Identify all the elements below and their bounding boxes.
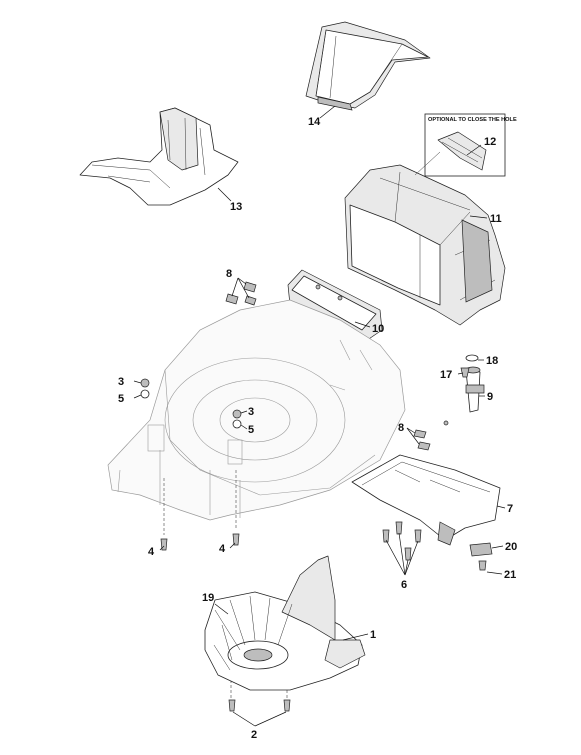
- callout-21: 21: [504, 569, 516, 581]
- callout-5-center: 5: [248, 424, 254, 436]
- callout-11: 11: [490, 213, 502, 225]
- callout-8-right: 8: [398, 422, 404, 434]
- part-14-deflector: [305, 21, 431, 111]
- leader-lines: [133, 105, 506, 727]
- callout-3-left: 3: [118, 376, 124, 388]
- callout-9: 9: [487, 391, 493, 403]
- part-9-shaft: [465, 366, 485, 413]
- callout-20: 20: [505, 541, 517, 553]
- callout-19: 19: [202, 592, 214, 604]
- callout-4-center: 4: [219, 543, 226, 555]
- optional-box-label: OPTIONAL TO CLOSE THE HOLE: [428, 117, 517, 123]
- part-18-washer: [465, 354, 479, 362]
- callout-3-center: 3: [248, 406, 254, 418]
- callout-5-left: 5: [118, 393, 124, 405]
- callout-8-top: 8: [226, 268, 232, 280]
- optional-hole-box: OPTIONAL TO CLOSE THE HOLE: [424, 113, 517, 177]
- callout-7: 7: [507, 503, 513, 515]
- part-13-rear-flap: [79, 107, 239, 206]
- callout-6: 6: [401, 579, 407, 591]
- fasteners: [140, 281, 493, 712]
- callout-14: 14: [308, 116, 321, 128]
- callout-1: 1: [370, 629, 376, 641]
- callout-2: 2: [251, 729, 257, 741]
- part-17-screw: [460, 367, 470, 378]
- part-11-chute-housing: [344, 151, 506, 326]
- callout-12: 12: [484, 136, 496, 148]
- part-7-lower-plate: [351, 454, 501, 546]
- mower-deck: [107, 299, 406, 521]
- callout-numbers: 14 13 12 11 8 10 3 5 3 5 18 17 9 8 7 4 4…: [118, 116, 517, 741]
- callout-13: 13: [230, 201, 242, 213]
- callout-18: 18: [486, 355, 498, 367]
- callout-4-left: 4: [148, 546, 155, 558]
- callout-10: 10: [372, 323, 384, 335]
- part-1-baffle: [204, 555, 366, 691]
- part-10-rear-hood: [287, 269, 383, 346]
- callout-17: 17: [440, 369, 452, 381]
